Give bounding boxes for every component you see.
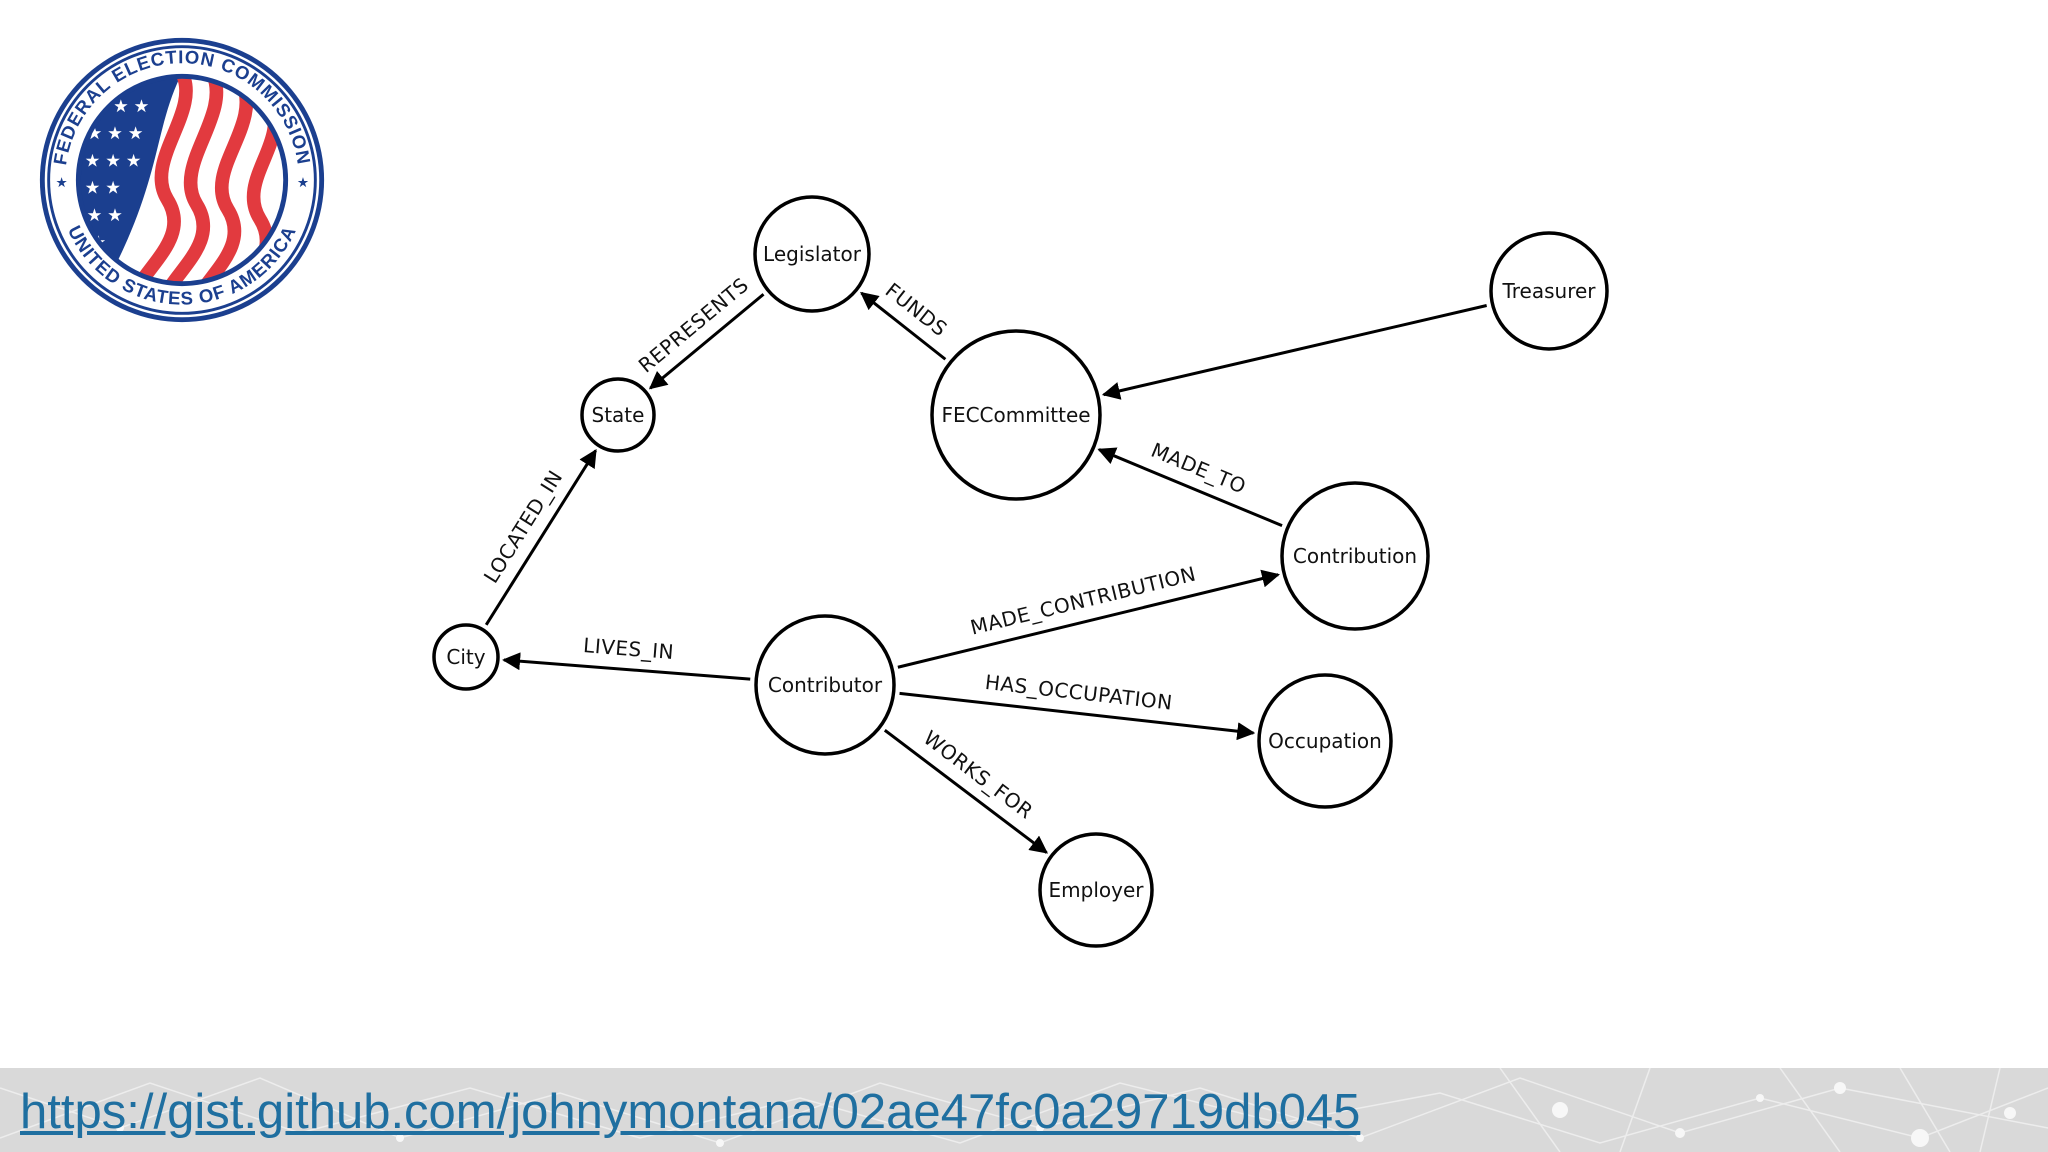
edge-works_for: WORKS_FOR (883, 726, 1048, 854)
edge-label-located_in: LOCATED_IN (479, 466, 568, 587)
seal-star-right: ★ (297, 175, 309, 190)
edge-line-works_for (883, 729, 1048, 854)
edge-label-made_contribution: MADE_CONTRIBUTION (968, 562, 1198, 640)
svg-text:★ ★: ★ ★ (85, 178, 121, 198)
edge-represents: REPRESENTS (634, 273, 765, 390)
node-label-contribution: Contribution (1293, 544, 1417, 568)
node-city: City (432, 623, 500, 691)
svg-text:★ ★ ★: ★ ★ ★ (87, 123, 144, 143)
node-label-legislator: Legislator (763, 242, 862, 266)
edge-line-has_occupation (899, 691, 1256, 741)
node-employer: Employer (1038, 832, 1154, 948)
node-circle-city (432, 623, 500, 691)
node-circle-contributor (754, 614, 896, 756)
edge-treasurer_of (1101, 304, 1488, 400)
edge-line-made_to (1097, 447, 1283, 528)
graph-diagram: REPRESENTS FUNDS MADE_TO LOCATED_IN LIVES_IN… (432, 195, 1609, 948)
edge-line-lives_in (502, 652, 751, 681)
node-state: State (580, 377, 656, 453)
node-label-city: City (446, 645, 485, 669)
gist-link[interactable]: https://gist.github.com/johnymontana/02a… (20, 1085, 1361, 1139)
node-occupation: Occupation (1257, 673, 1393, 809)
edge-label-lives_in: LIVES_IN (582, 633, 675, 664)
node-circle-employer (1038, 832, 1154, 948)
seal-star-left: ★ (55, 175, 67, 190)
edge-line-funds (860, 291, 947, 361)
footer-bar: https://gist.github.com/johnymontana/02a… (0, 1068, 2048, 1152)
node-label-state: State (592, 403, 645, 427)
edge-label-has_occupation: HAS_OCCUPATION (984, 670, 1174, 715)
edge-line-made_contribution (897, 569, 1280, 669)
edge-located_in: LOCATED_IN (479, 449, 597, 626)
node-fec_committee: FECCommittee (930, 329, 1102, 501)
node-contribution: Contribution (1280, 481, 1430, 631)
edge-line-represents (648, 293, 765, 390)
svg-text:★ ★ ★: ★ ★ ★ (85, 150, 142, 170)
edge-label-represents: REPRESENTS (634, 273, 753, 378)
node-treasurer: Treasurer (1489, 231, 1609, 351)
node-circle-legislator (753, 195, 871, 313)
edge-lives_in: LIVES_IN (502, 633, 751, 681)
footer-network-pattern (0, 1068, 2048, 1152)
node-circle-state (580, 377, 656, 453)
edge-has_occupation: HAS_OCCUPATION (899, 670, 1256, 741)
node-label-contributor: Contributor (768, 673, 883, 697)
node-contributor: Contributor (754, 614, 896, 756)
node-label-treasurer: Treasurer (1501, 279, 1596, 303)
node-label-occupation: Occupation (1268, 729, 1382, 753)
edge-funds: FUNDS (860, 278, 952, 361)
edge-label-works_for: WORKS_FOR (919, 726, 1038, 824)
edge-made_to: MADE_TO (1097, 438, 1283, 528)
node-circle-contribution (1280, 481, 1430, 631)
node-circle-treasurer (1489, 231, 1609, 351)
edge-made_contribution: MADE_CONTRIBUTION (897, 562, 1280, 669)
edge-line-located_in (484, 449, 597, 626)
node-label-employer: Employer (1049, 878, 1145, 902)
node-label-fec_committee: FECCommittee (941, 403, 1090, 427)
edge-label-funds: FUNDS (881, 278, 952, 341)
edge-line-treasurer_of (1101, 304, 1488, 400)
svg-text:★ ★: ★ ★ (87, 205, 123, 225)
node-circle-fec_committee (930, 329, 1102, 501)
fec-seal-logo: ★ ★ ★ ★ ★ ★ ★ ★ ★ ★ ★ ★ ★ ★ FEDERAL ELEC… (39, 37, 325, 323)
node-circle-occupation (1257, 673, 1393, 809)
node-legislator: Legislator (753, 195, 871, 313)
